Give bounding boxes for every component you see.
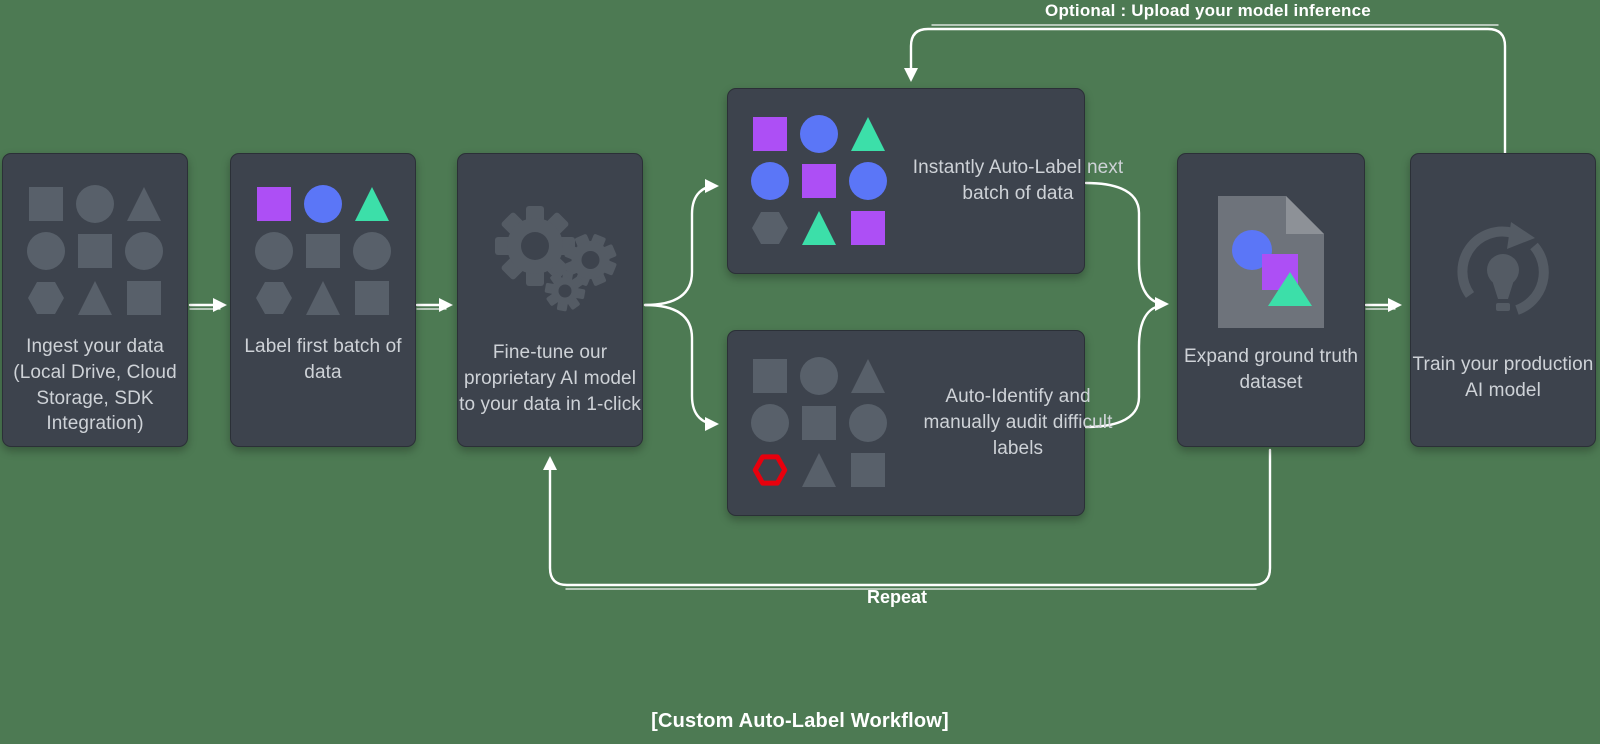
- triangle-shape: [851, 359, 885, 393]
- optional-loop-label: Optional : Upload your model inference: [1045, 1, 1371, 20]
- triangle-shape: [306, 281, 340, 315]
- card-audit-difficult-labels: Auto-Identify and manually audit difficu…: [727, 330, 1112, 516]
- triangle-shape: [802, 211, 836, 245]
- triangle-shape: [127, 187, 161, 221]
- square-shape: [127, 281, 161, 315]
- hexagon-shape: [752, 454, 788, 486]
- circle-shape: [125, 232, 163, 270]
- card-fine-tune-model: Fine-tune our proprietary AI model to yo…: [457, 153, 643, 447]
- circle-shape: [304, 185, 342, 223]
- auto-labeled-shapes-grid: [750, 114, 888, 248]
- card-label-first-batch: Label first batch of data: [230, 153, 416, 447]
- square-shape: [78, 234, 112, 268]
- circle-shape: [849, 404, 887, 442]
- triangle-shape: [355, 187, 389, 221]
- square-shape: [851, 453, 885, 487]
- retrain-model-icon: [1457, 222, 1549, 315]
- lightbulb: [1487, 254, 1519, 311]
- triangle-shape: [851, 117, 885, 151]
- gear-small: [544, 270, 586, 312]
- circle-shape: [255, 232, 293, 270]
- square-shape: [306, 234, 340, 268]
- square-shape: [753, 117, 787, 151]
- square-shape: [29, 187, 63, 221]
- audit-shapes-grid: [750, 356, 888, 490]
- triangle-shape: [78, 281, 112, 315]
- card-label: Expand ground truth dataset: [1183, 346, 1359, 393]
- repeat-loop-label: Repeat: [866, 587, 928, 607]
- folded-corner: [1286, 196, 1324, 234]
- card-train-production-model: Train your production AI model: [1410, 153, 1596, 447]
- unlabeled-shapes-grid: [26, 184, 164, 318]
- circle-shape: [27, 232, 65, 270]
- square-shape: [257, 187, 291, 221]
- hexagon-shape: [256, 282, 292, 314]
- card-label: Instantly Auto-Label next batch of data: [912, 157, 1124, 204]
- square-shape: [355, 281, 389, 315]
- square-shape: [753, 359, 787, 393]
- hexagon-shape: [28, 282, 64, 314]
- partially-labeled-shapes-grid: [254, 184, 392, 318]
- card-expand-ground-truth: Expand ground truth dataset: [1177, 153, 1365, 447]
- circle-shape: [751, 162, 789, 200]
- card-label: Fine-tune our proprietary AI model to yo…: [459, 342, 641, 415]
- circle-shape: [353, 232, 391, 270]
- circle-shape: [800, 357, 838, 395]
- triangle-shape: [1268, 272, 1312, 306]
- gears-icon: [495, 206, 617, 312]
- gear-medium: [564, 234, 617, 286]
- card-label: Train your production AI model: [1412, 354, 1594, 401]
- card-instant-auto-label: Instantly Auto-Label next batch of data: [727, 88, 1123, 274]
- triangle-shape: [802, 453, 836, 487]
- card-label: Auto-Identify and manually audit difficu…: [923, 386, 1113, 459]
- square-shape: [851, 211, 885, 245]
- circle-shape: [849, 162, 887, 200]
- circle-shape: [800, 115, 838, 153]
- circle-shape: [76, 185, 114, 223]
- card-label: Ingest your data (Local Drive, Cloud Sto…: [13, 336, 177, 435]
- gear-large: [495, 206, 575, 286]
- cycle-arrowhead: [1507, 222, 1535, 249]
- card-label: Label first batch of data: [244, 336, 402, 383]
- square-shape: [802, 164, 836, 198]
- diagram-caption: [Custom Auto-Label Workflow]: [651, 710, 949, 732]
- hexagon-shape: [752, 212, 788, 244]
- document-with-shapes-icon: [1218, 196, 1324, 328]
- card-ingest-data: Ingest your data (Local Drive, Cloud Sto…: [2, 153, 188, 447]
- square-shape: [802, 406, 836, 440]
- circle-shape: [751, 404, 789, 442]
